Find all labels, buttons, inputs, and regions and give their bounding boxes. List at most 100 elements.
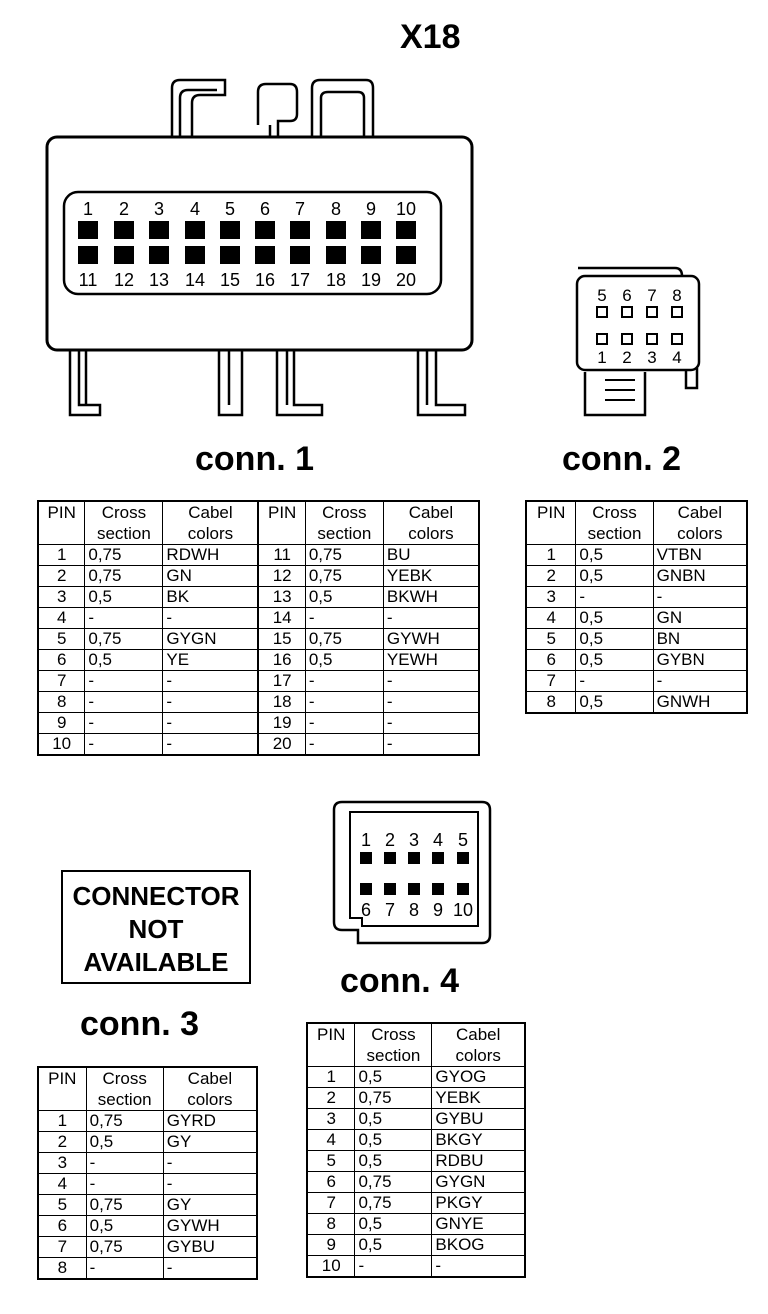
not-available-line: CONNECTOR bbox=[72, 881, 240, 911]
table-cell: 4 bbox=[37, 1173, 87, 1195]
pin-contact bbox=[78, 246, 98, 264]
diagram-title: X18 bbox=[400, 18, 461, 56]
pin-contact bbox=[255, 221, 275, 239]
table-cell: 4 bbox=[525, 607, 577, 629]
connector-not-available-box: CONNECTOR NOT AVAILABLE bbox=[61, 870, 251, 984]
table-row: 7-- bbox=[525, 670, 748, 692]
table-cell: - bbox=[85, 1257, 164, 1280]
pin-contact bbox=[255, 246, 275, 264]
table-cell: GY bbox=[162, 1131, 258, 1153]
conn1-latches bbox=[68, 78, 467, 417]
table-cell: 3 bbox=[37, 586, 86, 608]
pin-contact bbox=[621, 306, 633, 318]
pin-number-label: 3 bbox=[647, 348, 656, 367]
table-cell: 1 bbox=[37, 1110, 87, 1132]
pin-contact bbox=[408, 883, 420, 895]
conn4-pin-window bbox=[349, 811, 479, 927]
table-cell: 8 bbox=[306, 1213, 356, 1235]
table-row: 3-- bbox=[525, 586, 748, 608]
table-cell: - bbox=[84, 733, 164, 756]
table-row: 9--19-- bbox=[37, 712, 480, 734]
conn4-label: conn. 4 bbox=[340, 962, 460, 1000]
pin-number-label: 10 bbox=[396, 199, 416, 219]
pin-number-label: 2 bbox=[119, 199, 129, 219]
table-cell: VTBN bbox=[652, 544, 748, 566]
table-cell: - bbox=[162, 1257, 258, 1280]
table-cell: - bbox=[162, 1173, 258, 1195]
pin-number-label: 4 bbox=[190, 199, 200, 219]
table-cell: 5 bbox=[525, 628, 577, 650]
table-cell: 0,5 bbox=[575, 544, 654, 566]
table-cell: BU bbox=[382, 544, 480, 566]
conn1-pin-window bbox=[62, 190, 443, 296]
table-cell: - bbox=[382, 670, 480, 692]
pin-number-label: 9 bbox=[366, 199, 376, 219]
pin-contact bbox=[384, 852, 396, 864]
pin-contact bbox=[185, 221, 205, 239]
pin-contact bbox=[78, 221, 98, 239]
table-cell: 0,75 bbox=[85, 1110, 164, 1132]
table-cell: GN bbox=[162, 565, 259, 587]
table-cell: 0,5 bbox=[84, 586, 164, 608]
table-cell: 6 bbox=[37, 649, 86, 671]
table-cell: 2 bbox=[37, 1131, 87, 1153]
table-cell: 6 bbox=[525, 649, 577, 671]
table-cell: 0,75 bbox=[84, 565, 164, 587]
table-cell: 2 bbox=[37, 565, 86, 587]
table-cell: 0,5 bbox=[84, 649, 164, 671]
table-cell: GY bbox=[162, 1194, 258, 1216]
pin-number-label: 1 bbox=[597, 348, 606, 367]
table-cell: 0,5 bbox=[354, 1234, 433, 1256]
pin-contact bbox=[596, 333, 608, 345]
table-row: 8--18-- bbox=[37, 691, 480, 713]
table-cell: 17 bbox=[257, 670, 306, 692]
pin-number-label: 18 bbox=[326, 270, 346, 290]
table-cell: 18 bbox=[257, 691, 306, 713]
pin-contact bbox=[408, 852, 420, 864]
table-cell: - bbox=[84, 670, 164, 692]
table-cell: GYGN bbox=[162, 628, 259, 650]
pin-contact bbox=[384, 883, 396, 895]
table-cell: - bbox=[85, 1173, 164, 1195]
table-cell: 0,5 bbox=[354, 1129, 433, 1151]
table-cell: 13 bbox=[257, 586, 306, 608]
pin-contact bbox=[290, 221, 310, 239]
table-cell: 0,75 bbox=[304, 628, 384, 650]
pin-contact bbox=[671, 333, 683, 345]
table-cell: PKGY bbox=[431, 1192, 526, 1214]
pin-number-label: 9 bbox=[433, 900, 443, 920]
table-cell: 8 bbox=[37, 691, 86, 713]
table-cell: - bbox=[382, 691, 480, 713]
conn3-label: conn. 3 bbox=[80, 1005, 200, 1043]
table-row: 3-- bbox=[37, 1152, 258, 1174]
table-cell: 0,75 bbox=[84, 544, 164, 566]
table-row: 4--14-- bbox=[37, 607, 480, 629]
pin-number-label: 8 bbox=[672, 286, 681, 305]
pin-number-label: 5 bbox=[597, 286, 606, 305]
table-cell: 0,5 bbox=[354, 1108, 433, 1130]
pin-number-label: 13 bbox=[149, 270, 169, 290]
table-row: 10--20-- bbox=[37, 733, 480, 756]
pin-number-label: 1 bbox=[83, 199, 93, 219]
pin-contact bbox=[326, 221, 346, 239]
pin-header: PIN bbox=[37, 1066, 87, 1111]
pin-number-label: 5 bbox=[225, 199, 235, 219]
table-cell: 0,5 bbox=[575, 607, 654, 629]
table-cell: - bbox=[162, 691, 259, 713]
pin-number-label: 2 bbox=[385, 830, 395, 850]
pin-contact bbox=[432, 852, 444, 864]
